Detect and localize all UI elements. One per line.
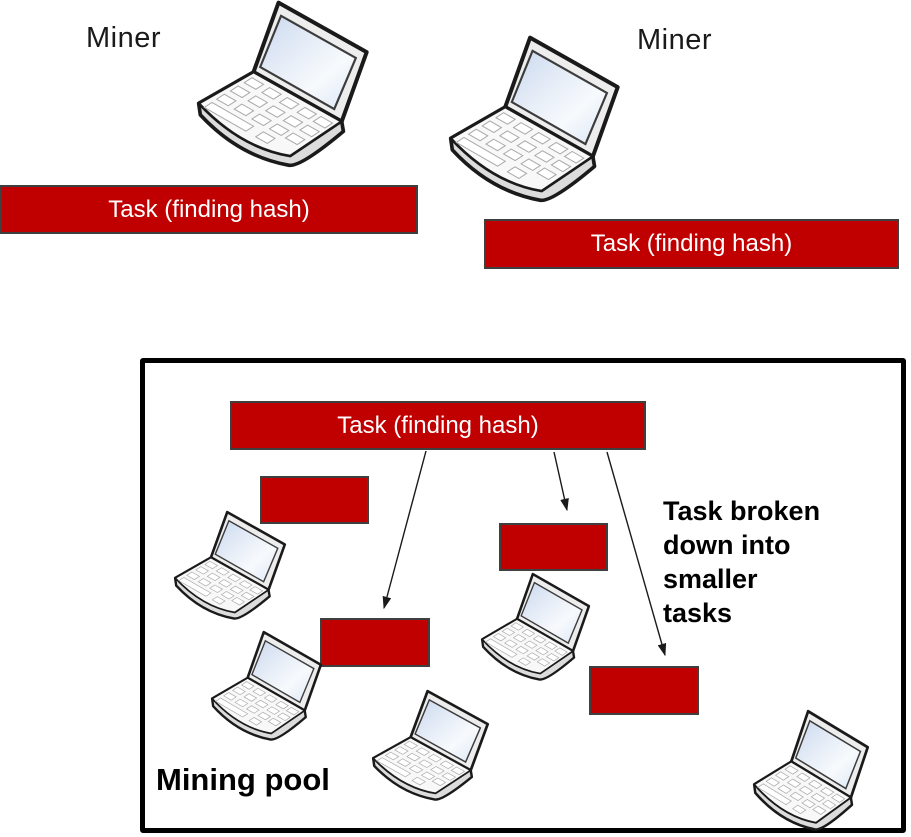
task-breakdown-note: Task broken down into smaller tasks bbox=[663, 496, 821, 628]
miner-1-label: Miner bbox=[86, 22, 162, 54]
miner-2-laptop-icon bbox=[448, 35, 620, 203]
miner-1-task-banner: Task (finding hash) bbox=[0, 185, 418, 234]
miner-1-task-label: Task (finding hash) bbox=[108, 195, 310, 223]
mining-pool-label: Mining pool bbox=[156, 762, 330, 797]
pool-laptop-icon-4 bbox=[371, 689, 490, 801]
miner-2-task-label: Task (finding hash) bbox=[590, 230, 793, 257]
pool-task-banner: Task (finding hash) bbox=[230, 401, 646, 450]
subtask-rect-3 bbox=[320, 618, 430, 667]
subtask-rect-2 bbox=[499, 523, 608, 571]
pool-laptop-icon-1 bbox=[173, 510, 287, 620]
subtask-rect-1 bbox=[260, 476, 369, 524]
pool-laptop-icon-2 bbox=[210, 630, 323, 741]
miner-1-laptop-icon bbox=[196, 0, 369, 168]
pool-laptop-icon-3 bbox=[480, 572, 591, 681]
miner-2-label: Miner bbox=[637, 24, 713, 56]
subtask-rect-4 bbox=[589, 666, 699, 715]
pool-laptop-icon-5 bbox=[752, 709, 870, 831]
miner-2-task-banner: Task (finding hash) bbox=[484, 219, 899, 269]
pool-task-label: Task (finding hash) bbox=[337, 411, 539, 439]
